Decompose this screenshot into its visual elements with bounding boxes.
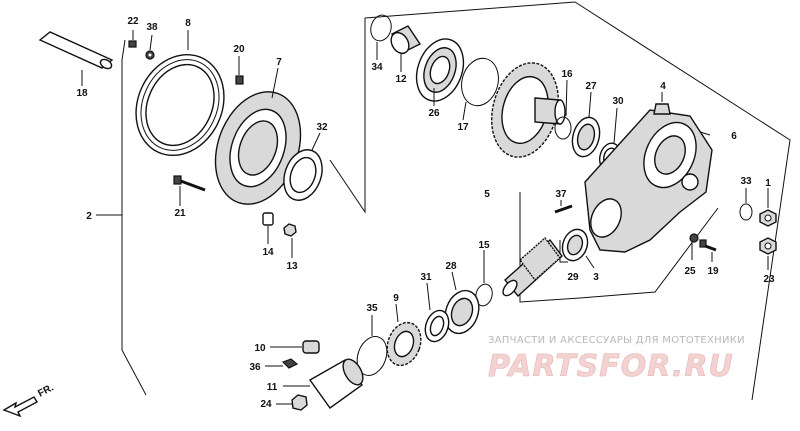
ring-16 <box>554 79 572 140</box>
label-27: 27 <box>585 81 597 92</box>
bolt-36 <box>265 358 299 369</box>
cap-23 <box>759 237 777 270</box>
pinion-gear <box>502 236 563 298</box>
bracket-29 <box>559 240 568 263</box>
bolt-22 <box>128 30 137 48</box>
circlip-34 <box>370 14 392 60</box>
label-16: 16 <box>561 69 573 80</box>
direction-label: FR. <box>36 382 56 399</box>
ring-15 <box>475 250 493 307</box>
boot-11 <box>283 358 364 409</box>
label-20: 20 <box>233 44 245 55</box>
label-4: 4 <box>660 81 666 92</box>
cap-4 <box>653 92 671 115</box>
washer-14 <box>262 212 274 244</box>
label-12: 12 <box>395 74 407 85</box>
collar-12 <box>390 25 422 72</box>
label-17: 17 <box>457 122 469 133</box>
label-8: 8 <box>185 18 191 29</box>
bolt-20 <box>235 56 244 85</box>
label-22: 22 <box>127 16 139 27</box>
nut-13 <box>283 223 297 258</box>
nut-1 <box>759 188 777 227</box>
label-29: 29 <box>567 272 579 283</box>
label-5: 5 <box>484 189 490 200</box>
final-gear-case-6 <box>584 109 713 253</box>
label-3: 3 <box>593 272 599 283</box>
label-26: 26 <box>428 108 440 119</box>
bolt-21 <box>173 175 206 206</box>
label-6: 6 <box>731 131 737 142</box>
seal-32 <box>283 132 323 201</box>
seal-31 <box>424 282 450 343</box>
watermark-brand: PARTSFOR.RU <box>488 349 734 384</box>
dowel-37 <box>554 200 573 214</box>
watermark-tagline: ЗАПЧАСТИ И АКСЕССУАРЫ ДЛЯ МОТОТЕХНИКИ <box>488 335 745 346</box>
assembly-boundary <box>96 1 791 401</box>
label-13: 13 <box>286 261 298 272</box>
label-34: 34 <box>371 62 383 73</box>
bearing-3 <box>561 228 595 269</box>
nut-24 <box>276 394 308 411</box>
label-38: 38 <box>146 22 158 33</box>
label-24: 24 <box>260 399 272 410</box>
label-31: 31 <box>420 272 432 283</box>
label-10: 10 <box>254 343 266 354</box>
label-7: 7 <box>276 57 282 68</box>
label-11: 11 <box>267 382 278 393</box>
label-19: 19 <box>707 266 719 277</box>
bolt-19 <box>699 239 717 262</box>
bearing-27 <box>571 91 601 158</box>
ring-gear-5 <box>490 62 566 158</box>
label-14: 14 <box>262 247 274 258</box>
label-15: 15 <box>478 240 490 251</box>
label-23: 23 <box>763 274 775 285</box>
label-32: 32 <box>316 122 328 133</box>
washer-38 <box>145 34 155 60</box>
cover-7 <box>214 67 302 205</box>
label-21: 21 <box>174 208 186 219</box>
snap-ring-17 <box>461 57 499 121</box>
coupler-9 <box>386 303 422 367</box>
label-25: 25 <box>684 266 696 277</box>
washer-25 <box>689 233 699 260</box>
label-35: 35 <box>366 303 378 314</box>
label-1: 1 <box>765 178 771 189</box>
label-9: 9 <box>393 293 399 304</box>
label-2: 2 <box>86 211 92 222</box>
bearing-28 <box>444 271 480 335</box>
ring-33 <box>739 188 753 221</box>
bolt-10 <box>270 340 320 354</box>
label-37: 37 <box>555 189 567 200</box>
circlip-35 <box>356 315 388 376</box>
pin-18 <box>38 31 114 86</box>
label-18: 18 <box>76 88 88 99</box>
bearing-26 <box>415 38 465 106</box>
label-36: 36 <box>249 362 261 373</box>
front-direction-arrow: FR. <box>2 382 56 418</box>
label-28: 28 <box>445 261 457 272</box>
ring-housing-8 <box>135 30 225 157</box>
label-30: 30 <box>612 96 624 107</box>
part-labels: 22 38 8 20 7 32 18 2 21 14 13 34 12 26 1… <box>76 16 775 410</box>
label-33: 33 <box>740 176 752 187</box>
watermark: ЗАПЧАСТИ И АКСЕССУАРЫ ДЛЯ МОТОТЕХНИКИ PA… <box>488 335 745 384</box>
